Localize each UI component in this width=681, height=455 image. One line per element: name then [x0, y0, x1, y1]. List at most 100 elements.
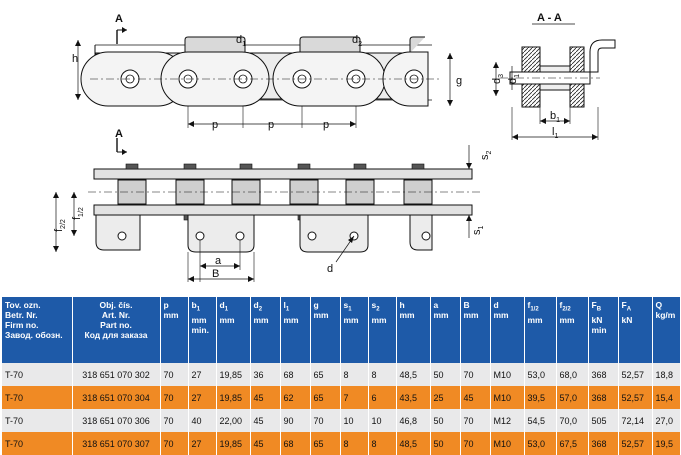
upper-plate-row: [93, 168, 473, 180]
column-header-line: mm: [219, 314, 235, 325]
column-header-line: mm: [163, 310, 179, 320]
table-header-row: Tov. ozn.Betr. Nr.Firm no.Завод. обозн.O…: [2, 297, 681, 363]
column-header-line: mm: [371, 314, 387, 325]
table-cell: 70: [160, 432, 189, 455]
column-header-line: f1/2: [527, 300, 539, 313]
table-cell: 45: [460, 386, 491, 409]
side-view: h g d1 d2 p p p A: [72, 13, 462, 131]
section-title: A - A: [537, 12, 562, 24]
column-header-line: l1: [283, 300, 290, 313]
column-header-line: b1: [191, 300, 201, 313]
table-cell: 25: [430, 386, 461, 409]
column-header-line: g: [313, 300, 319, 310]
dim-d-label: d: [327, 263, 333, 275]
table-cell: 70: [160, 386, 189, 409]
table-cell: 7: [340, 386, 369, 409]
table-cell: 70: [310, 409, 341, 432]
column-header-line: Betr. Nr.: [5, 310, 38, 320]
column-header-line: Art. Nr.: [101, 310, 131, 320]
table-cell: 53,0: [524, 363, 557, 386]
column-header-line: mm: [433, 310, 449, 320]
column-header-line: d1: [219, 300, 229, 313]
attachment-bracket: [95, 214, 141, 251]
column-header-line: kg/m: [655, 310, 676, 320]
table-cell: 53,0: [524, 432, 557, 455]
table-cell: 8: [368, 363, 397, 386]
table-cell: 70: [460, 363, 491, 386]
lower-plate-row: [93, 204, 473, 216]
column-header-subscript: 1: [285, 306, 290, 313]
table-cell: 27: [188, 386, 217, 409]
table-cell: 368: [588, 432, 619, 455]
attachment-bracket: [299, 214, 369, 253]
table-cell: 10: [368, 409, 397, 432]
column-header-line: mm: [559, 314, 575, 325]
column-header-line: a: [433, 300, 439, 310]
table-cell: 57,0: [556, 386, 589, 409]
table-cell: 70: [160, 363, 189, 386]
table-cell: T-70: [2, 432, 73, 455]
table-cell: 19,5: [652, 432, 681, 455]
table-cell: 15,4: [652, 386, 681, 409]
table-cell: 70: [460, 432, 491, 455]
column-header-line: f2/2: [559, 300, 571, 313]
table-cell: 50: [430, 432, 461, 455]
table-cell: 68: [280, 432, 311, 455]
column-header-line: Tov. ozn.: [5, 300, 41, 310]
chain-technical-drawing: h g d1 d2 p p p A A - A d3 d1: [53, 12, 616, 282]
table-cell: 62: [280, 386, 311, 409]
table-cell: 39,5: [524, 386, 557, 409]
dim-g-label: g: [456, 75, 462, 87]
dim-p-label: p: [323, 119, 329, 131]
column-header-line: h: [399, 300, 405, 310]
column-header: Tov. ozn.Betr. Nr.Firm no.Завод. обозн.: [2, 297, 73, 363]
table-cell: M10: [490, 432, 525, 455]
column-header-subscript: 1: [196, 306, 201, 313]
table-cell: 68,0: [556, 363, 589, 386]
column-header-line: FB: [591, 300, 602, 313]
column-header-subscript: 2: [258, 306, 263, 313]
table-cell: 90: [280, 409, 311, 432]
column-header-subscript: 1: [348, 306, 352, 313]
column-header-subscript: 2/2: [562, 306, 571, 313]
table-cell: 368: [588, 363, 619, 386]
table-cell: 46,8: [396, 409, 431, 432]
table-cell: 36: [250, 363, 281, 386]
dim-d2-label: d2: [352, 34, 362, 48]
column-header-line: Obj. čís.: [99, 300, 133, 310]
table-cell: 8: [368, 432, 397, 455]
chain-specification-table: Tov. ozn.Betr. Nr.Firm no.Завод. обозн.O…: [2, 297, 681, 455]
table-cell: 19,85: [216, 386, 251, 409]
column-header: Obj. čís.Art. Nr.Part no.Код для заказа: [72, 297, 161, 363]
table-cell: 72,14: [618, 409, 653, 432]
table-cell: 45: [250, 432, 281, 455]
column-header-line: Part no.: [100, 320, 132, 330]
dim-d1-label: d1: [507, 74, 521, 84]
column-header-subscript: A: [626, 306, 632, 313]
table-cell: 18,8: [652, 363, 681, 386]
column-header-line: mm: [313, 310, 329, 320]
attachment-bracket: [187, 214, 255, 253]
column-header-line: mm: [527, 314, 543, 325]
table-cell: 65: [310, 432, 341, 455]
section-a-a-view: A - A d3 d1 b1 l1: [491, 12, 616, 140]
dim-b1-label: b1: [550, 110, 560, 124]
table-cell: 318 651 070 302: [72, 363, 161, 386]
attachment-bracket: [409, 214, 433, 251]
column-header-subscript: B: [596, 306, 602, 313]
column-header-line: Завод. обозн.: [5, 330, 63, 340]
table-cell: T-70: [2, 386, 73, 409]
